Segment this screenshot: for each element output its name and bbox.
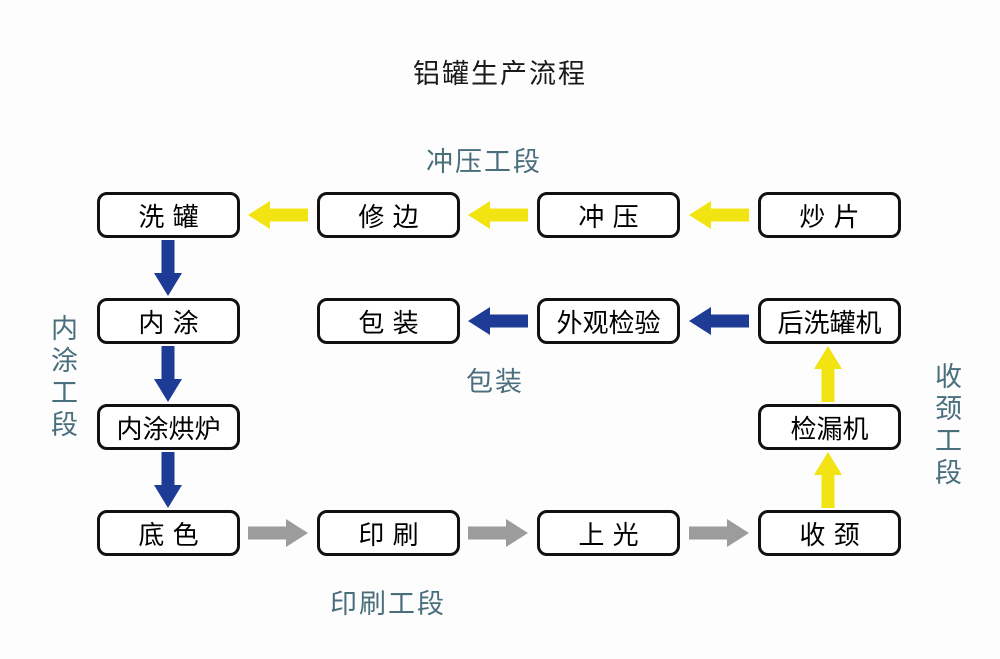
- arrow-right-basecoat-to-printing: [248, 519, 308, 547]
- box-visual-inspection: 外观检验: [537, 298, 680, 344]
- arrow-left-inspection-to-packing: [468, 307, 528, 335]
- arrow-down-oven-to-basecoat: [154, 452, 182, 508]
- arrow-down-innercoating-to-oven: [154, 346, 182, 402]
- box-inner-coating: 内 涂: [97, 298, 240, 344]
- section-label-necking: 收颈工段: [930, 362, 961, 490]
- arrow-left-trimming-to-washcan: [248, 201, 308, 229]
- box-trimming: 修 边: [317, 192, 460, 238]
- box-printing: 印 刷: [317, 510, 460, 556]
- box-stamping: 冲 压: [537, 192, 680, 238]
- diagram-title: 铝罐生产流程: [413, 59, 587, 90]
- arrow-right-printing-to-varnishing: [468, 519, 528, 547]
- box-leak-detector: 检漏机: [758, 404, 901, 450]
- arrow-right-varnishing-to-necking: [689, 519, 749, 547]
- box-inner-coating-oven: 内涂烘炉: [97, 404, 240, 450]
- section-label-inner-coating: 内涂工段: [46, 314, 77, 442]
- box-base-coat: 底 色: [97, 510, 240, 556]
- section-label-stamping: 冲压工段: [426, 147, 542, 178]
- arrow-left-postwash-to-inspection: [689, 307, 749, 335]
- arrow-left-frysheet-to-stamping: [689, 201, 749, 229]
- box-varnishing: 上 光: [537, 510, 680, 556]
- arrow-left-stamping-to-trimming: [468, 201, 528, 229]
- arrow-up-leakdetector-to-postwash: [814, 346, 842, 402]
- box-fry-sheet: 炒 片: [758, 192, 901, 238]
- arrow-down-washcan-to-innercoating: [154, 240, 182, 296]
- section-label-printing: 印刷工段: [330, 589, 446, 620]
- box-packing: 包 装: [317, 298, 460, 344]
- arrow-up-necking-to-leakdetector: [814, 452, 842, 508]
- box-necking: 收 颈: [758, 510, 901, 556]
- section-label-packing: 包装: [466, 367, 524, 398]
- box-post-wash-machine: 后洗罐机: [758, 298, 901, 344]
- box-wash-can: 洗 罐: [97, 192, 240, 238]
